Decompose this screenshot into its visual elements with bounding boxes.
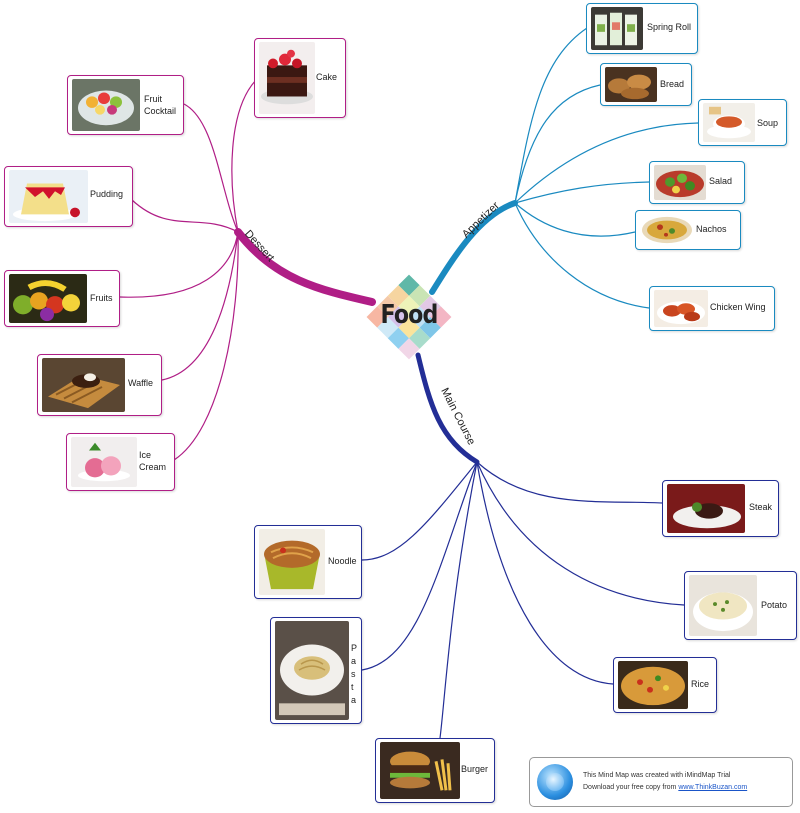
steak-photo-icon — [667, 484, 745, 533]
node-burger[interactable]: Burger — [375, 738, 495, 803]
node-pasta[interactable]: Pasta — [270, 617, 362, 724]
node-soup[interactable]: Soup — [698, 99, 787, 146]
node-salad[interactable]: Salad — [649, 161, 745, 204]
node-soup-label: Soup — [757, 118, 779, 128]
node-waffle[interactable]: Waffle — [37, 354, 162, 416]
node-bread[interactable]: Bread — [600, 63, 692, 106]
trial-credit-box: This Mind Map was created with iMindMap … — [529, 757, 793, 807]
node-potato[interactable]: Potato — [684, 571, 797, 640]
rice-photo-icon — [618, 661, 688, 709]
node-potato-label: Potato — [761, 600, 788, 610]
node-noodle-label: Noodle — [328, 556, 357, 566]
node-pasta-label: Pasta — [351, 643, 358, 705]
credit-line-1: This Mind Map was created with iMindMap … — [583, 772, 731, 779]
imindmap-logo-icon — [537, 764, 573, 800]
waffle-photo-icon — [42, 358, 125, 412]
node-fruits-label: Fruits — [90, 293, 113, 303]
node-salad-label: Salad — [709, 176, 733, 186]
node-nachos-label: Nachos — [696, 224, 727, 234]
node-steak-label: Steak — [749, 502, 773, 512]
node-spring-roll[interactable]: Spring Roll — [586, 3, 698, 54]
soup-photo-icon — [703, 103, 755, 142]
central-topic-title: Food — [380, 300, 438, 330]
node-rice[interactable]: Rice — [613, 657, 717, 713]
pudding-photo-icon — [9, 170, 88, 223]
potato-photo-icon — [689, 575, 757, 636]
central-mosaic-icon — [366, 274, 452, 360]
credit-line-2-prefix: Download your free copy from — [583, 784, 679, 791]
node-waffle-label: Waffle — [128, 378, 154, 388]
node-fruit-cocktail[interactable]: Fruit Cocktail — [67, 75, 184, 135]
node-fruits[interactable]: Fruits — [4, 270, 120, 327]
node-rice-label: Rice — [691, 679, 710, 689]
node-pudding[interactable]: Pudding — [4, 166, 133, 227]
node-chicken-wing-label: Chicken Wing — [710, 302, 766, 312]
nachos-photo-icon — [640, 214, 694, 246]
node-fruit-cocktail-label: Fruit Cocktail — [144, 94, 177, 116]
node-cake[interactable]: Cake — [254, 38, 346, 118]
node-steak[interactable]: Steak — [662, 480, 779, 537]
fruits-photo-icon — [9, 274, 87, 323]
ice-cream-photo-icon — [71, 437, 137, 487]
burger-photo-icon — [380, 742, 460, 799]
node-ice-cream[interactable]: Ice Cream — [66, 433, 175, 491]
node-burger-label: Burger — [461, 764, 489, 774]
thinkbuzan-link[interactable]: www.ThinkBuzan.com — [678, 784, 748, 791]
chicken-wing-photo-icon — [654, 290, 708, 327]
node-cake-label: Cake — [316, 72, 338, 82]
central-topic[interactable]: Food — [366, 272, 452, 362]
cake-photo-icon — [259, 42, 315, 114]
salad-photo-icon — [654, 165, 706, 200]
pasta-photo-icon — [275, 621, 349, 720]
fruit-cocktail-photo-icon — [72, 79, 140, 131]
node-noodle[interactable]: Noodle — [254, 525, 362, 599]
noodle-photo-icon — [259, 529, 325, 595]
bread-photo-icon — [605, 67, 657, 102]
node-bread-label: Bread — [660, 79, 685, 89]
node-ice-cream-label: Ice Cream — [139, 450, 167, 472]
node-spring-roll-label: Spring Roll — [647, 22, 692, 32]
node-chicken-wing[interactable]: Chicken Wing — [649, 286, 775, 331]
spring-roll-photo-icon — [591, 7, 643, 50]
credit-line-2: Download your free copy from www.ThinkBu… — [583, 784, 747, 791]
node-pudding-label: Pudding — [90, 189, 124, 199]
node-nachos[interactable]: Nachos — [635, 210, 741, 250]
